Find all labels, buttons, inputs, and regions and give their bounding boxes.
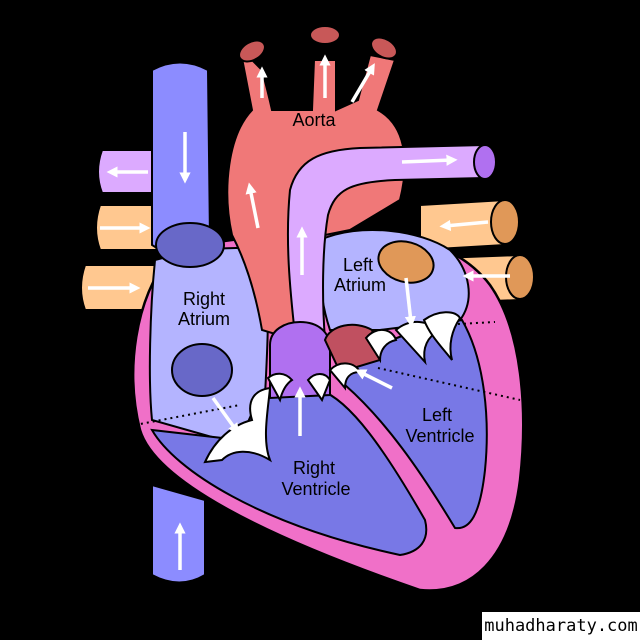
aorta-branch-openings [238,25,398,63]
label-right-atrium-line1: Right [183,289,225,309]
label-aorta: Aorta [292,110,336,130]
flow-arrows [88,54,510,570]
label-right-ventricle-line1: Right [293,458,335,478]
label-left-atrium-line1: Left [343,255,373,275]
pulmonary-trunk-opening [473,144,497,180]
valve-plane-lines [134,321,521,426]
label-right-ventricle-line2: Ventricle [281,479,350,499]
coronary-sinus-opening [171,343,233,397]
label-right-atrium-line2: Atrium [178,309,230,329]
label-left-ventricle-line2: Ventricle [405,426,474,446]
right-ventricle [150,388,428,557]
label-left-atrium-line2: Atrium [334,275,386,295]
label-left-ventricle-line1: Left [422,405,452,425]
pulmonary-vein-opening [377,240,435,284]
vena-cava-opening [155,222,225,268]
watermark: muhadharaty.com [482,612,640,640]
